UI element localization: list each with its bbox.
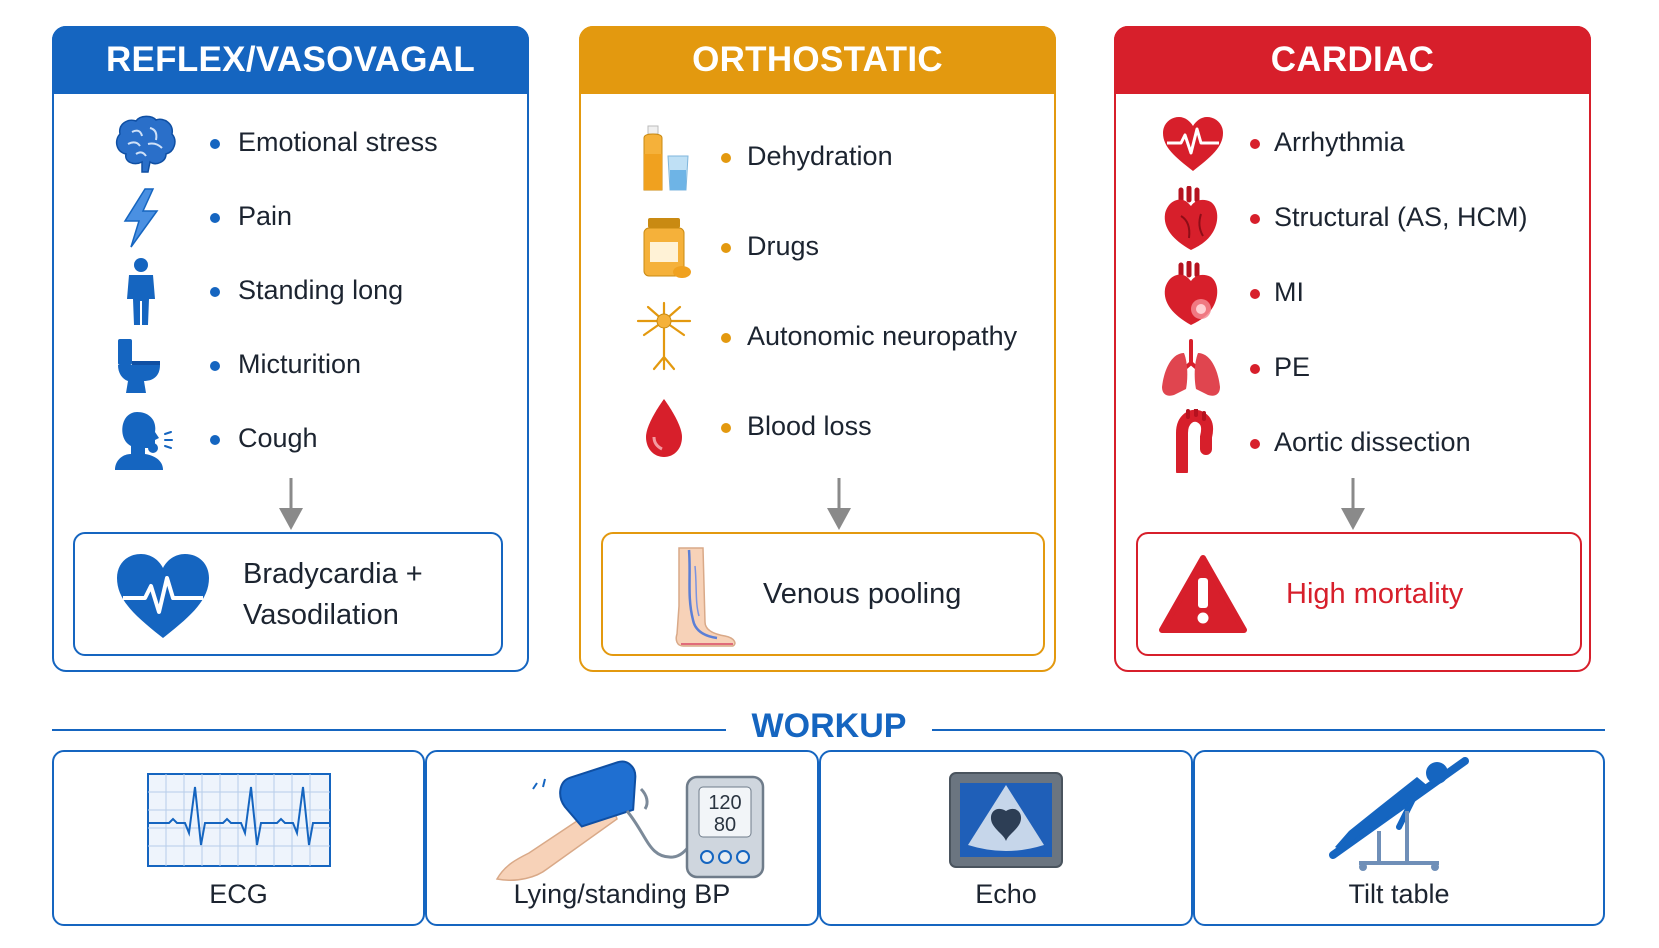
- outcome-line-2: Vasodilation: [243, 599, 399, 631]
- cardiac-panel: CARDIAC Arrhythmia Structural (AS, HCM) …: [1114, 26, 1591, 672]
- item-label: Aortic dissection: [1274, 427, 1471, 457]
- item-label: Micturition: [238, 349, 362, 379]
- outcome-box: Bradycardia + Vasodilation: [73, 532, 503, 656]
- item-label: Emotional stress: [238, 127, 438, 157]
- panel-title: ORTHOSTATIC: [579, 26, 1056, 94]
- bullet: [1250, 364, 1260, 374]
- outcome-line-1: Bradycardia +: [243, 558, 423, 590]
- standing-person-icon: [106, 257, 176, 327]
- bullet: [1250, 139, 1260, 149]
- bullet: [721, 333, 731, 343]
- item-label: PE: [1274, 352, 1311, 382]
- workup-divider-right: [932, 729, 1605, 731]
- down-arrow-icon: [1341, 478, 1365, 530]
- item-label: Drugs: [747, 231, 820, 261]
- workup-ecg-card: ECG: [52, 750, 425, 926]
- item-label: Cough: [238, 423, 318, 453]
- diastolic-reading: 80: [714, 814, 736, 836]
- item-label: MI: [1274, 277, 1304, 307]
- brain-icon: [110, 109, 180, 179]
- workup-label: ECG: [209, 879, 268, 909]
- bullet: [210, 139, 220, 149]
- bullet: [210, 213, 220, 223]
- warning-triangle-icon: [1158, 554, 1248, 639]
- leg-veins-icon: [673, 546, 739, 653]
- item-label: Blood loss: [747, 411, 872, 441]
- outcome-line-1: Venous pooling: [763, 578, 962, 610]
- water-bottle-glass-icon: [629, 123, 699, 193]
- pill-bottle-icon: [631, 213, 701, 283]
- item-label: Pain: [238, 201, 293, 231]
- bullet: [210, 287, 220, 297]
- echo-screen-icon: [821, 764, 1191, 876]
- bullet: [1250, 214, 1260, 224]
- outcome-line-1: High mortality: [1286, 578, 1464, 610]
- bullet: [210, 435, 220, 445]
- bullet: [210, 361, 220, 371]
- workup-tilt-table-card: Tilt table: [1193, 750, 1605, 926]
- bullet: [1250, 439, 1260, 449]
- down-arrow-icon: [827, 478, 851, 530]
- item-label: Autonomic neuropathy: [747, 321, 1018, 351]
- blood-drop-icon: [629, 393, 699, 463]
- workup-divider-left: [52, 729, 726, 731]
- item-label: Standing long: [238, 275, 404, 305]
- tilt-table-icon: [1195, 754, 1603, 874]
- heart-ecg-icon: [1158, 109, 1228, 179]
- systolic-reading: 120: [708, 792, 741, 814]
- workup-bp-card: 120 80 Lying/standing BP: [425, 750, 819, 926]
- bullet: [721, 243, 731, 253]
- lungs-icon: [1156, 334, 1226, 404]
- ecg-strip-icon: [54, 764, 423, 876]
- reflex-vasovagal-panel: REFLEX/VASOVAGAL Emotional stress Pain S…: [52, 26, 529, 672]
- toilet-icon: [104, 331, 174, 401]
- orthostatic-panel: ORTHOSTATIC Dehydration Drugs Autonomic …: [579, 26, 1056, 672]
- workup-label: Lying/standing BP: [513, 879, 731, 909]
- workup-title: WORKUP: [751, 707, 907, 745]
- bullet: [721, 423, 731, 433]
- down-arrow-icon: [279, 478, 303, 530]
- workup-label: Tilt table: [1348, 879, 1450, 909]
- panel-title: REFLEX/VASOVAGAL: [52, 26, 529, 94]
- neuron-icon: [629, 300, 699, 371]
- heart-infarct-icon: [1156, 259, 1226, 329]
- bullet: [721, 153, 731, 163]
- workup-label: Echo: [975, 879, 1037, 909]
- item-label: Structural (AS, HCM): [1274, 202, 1528, 232]
- workup-echo-card: Echo: [819, 750, 1193, 926]
- bullet: [1250, 289, 1260, 299]
- bp-cuff-monitor-icon: 120 80: [427, 754, 817, 886]
- lightning-icon: [106, 183, 176, 253]
- outcome-box: High mortality: [1136, 532, 1582, 656]
- outcome-box: Venous pooling: [601, 532, 1045, 656]
- item-label: Arrhythmia: [1274, 127, 1405, 157]
- coughing-person-icon: [110, 405, 180, 475]
- aorta-icon: [1156, 406, 1226, 476]
- item-label: Dehydration: [747, 141, 893, 171]
- panel-title: CARDIAC: [1114, 26, 1591, 94]
- anatomical-heart-icon: [1156, 184, 1226, 254]
- heartbeat-heart-icon: [115, 552, 211, 645]
